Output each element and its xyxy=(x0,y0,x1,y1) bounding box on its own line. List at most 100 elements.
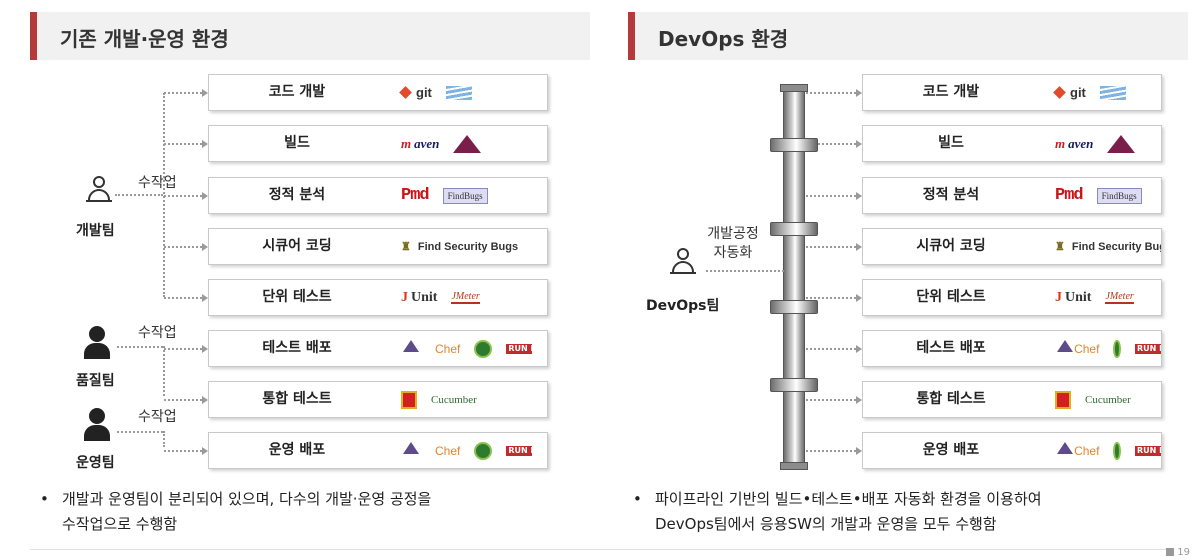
page-number: 19 xyxy=(1177,547,1190,558)
stage-name: 정적 분석 xyxy=(922,187,980,203)
arrow-head-icon xyxy=(856,140,862,148)
arrow-head-icon xyxy=(856,345,862,353)
bullet-line: 수작업으로 수행함 xyxy=(62,515,178,533)
arrow-head-icon xyxy=(856,447,862,455)
rundeck-logo-icon: RUN DECK xyxy=(1135,445,1161,456)
stage-box: 테스트 배포 Chef RUN DECK xyxy=(862,330,1162,367)
pipe-flange xyxy=(770,222,818,236)
stage-name: 통합 테스트 xyxy=(262,391,332,407)
find-security-bugs-logo-icon: ♜Find Security Bugs xyxy=(401,240,519,254)
bullet-line: 파이프라인 기반의 빌드•테스트•배포 자동화 환경을 이용하여 xyxy=(655,490,1042,508)
arrow-head-icon xyxy=(856,396,862,404)
subversion-logo-icon xyxy=(1099,85,1126,100)
dev-connector-vertical xyxy=(163,93,165,297)
ansible-logo-icon xyxy=(1113,441,1121,460)
stage-box: 운영 배포 Chef RUN DECK xyxy=(208,432,548,469)
developer-icon xyxy=(86,176,112,202)
puppet-logo-icon xyxy=(1055,339,1074,358)
stage-tools: ♜Find Security Bugs xyxy=(1043,229,1161,264)
stage-box: 통합 테스트 Cucumber xyxy=(208,381,548,418)
devops-person-icon xyxy=(670,248,696,274)
arrow-head-icon xyxy=(202,140,208,148)
ansible-logo-icon xyxy=(1113,339,1121,358)
puppet-logo-icon xyxy=(401,441,421,460)
stage-tools: Cucumber xyxy=(389,382,547,417)
stage-arrow-line xyxy=(806,246,856,248)
header-accent-bar xyxy=(628,12,635,60)
dev-manual-label: 수작업 xyxy=(138,175,177,191)
automation-label-line: 개발공정 xyxy=(707,226,759,242)
stage-box: 코드 개발 git xyxy=(862,74,1162,111)
stage-name: 운영 배포 xyxy=(922,442,980,458)
find-security-bugs-logo-icon: ♜Find Security Bugs xyxy=(1055,240,1161,254)
rundeck-logo-icon: RUN DECK xyxy=(1135,343,1161,354)
bullet-dot: • xyxy=(633,490,642,508)
footer-divider xyxy=(30,549,1166,550)
stage-name: 통합 테스트 xyxy=(916,391,986,407)
chef-logo-icon: Chef xyxy=(435,443,461,458)
pipeline-pipe xyxy=(783,88,805,466)
stage-arrow-line xyxy=(806,92,856,94)
left-panel-title: 기존 개발·운영 환경 xyxy=(60,27,229,51)
right-panel-title: DevOps 환경 xyxy=(658,27,789,51)
rundeck-logo-icon: RUN DECK xyxy=(506,445,547,456)
stage-name: 정적 분석 xyxy=(268,187,326,203)
pipe-flange xyxy=(770,138,818,152)
stage-tools: Chef RUN DECK xyxy=(389,433,547,468)
arrow-head-icon xyxy=(202,192,208,200)
stage-arrow-line xyxy=(164,399,202,401)
manual-connector xyxy=(115,194,163,196)
stage-arrow-line xyxy=(806,195,856,197)
stage-tools: git xyxy=(1043,75,1161,110)
qa-person-icon xyxy=(84,326,110,359)
page-marker-icon xyxy=(1166,548,1174,556)
stage-box: 시큐어 코딩 ♜Find Security Bugs xyxy=(208,228,548,265)
cucumber-logo-icon: Cucumber xyxy=(1085,393,1131,406)
stage-arrow-line xyxy=(806,297,856,299)
stage-arrow-line xyxy=(806,348,856,350)
stage-tools: git xyxy=(389,75,547,110)
arrow-head-icon xyxy=(202,396,208,404)
stage-name: 운영 배포 xyxy=(268,442,326,458)
ops-connector-vertical xyxy=(163,431,165,447)
git-logo-icon: git xyxy=(1053,85,1086,100)
bullet-dot: • xyxy=(40,490,49,508)
arrow-head-icon xyxy=(202,243,208,251)
findbugs-logo-icon: FindBugs xyxy=(442,187,488,204)
stage-name: 단위 테스트 xyxy=(916,289,986,305)
pmd-logo-icon: Pmd xyxy=(1055,186,1084,205)
findbugs-logo-icon: FindBugs xyxy=(1096,187,1142,204)
stage-arrow-line xyxy=(164,143,202,145)
jmeter-logo-icon: JMeter xyxy=(451,291,480,304)
ops-person-icon xyxy=(84,408,110,441)
devops-connector xyxy=(706,270,784,272)
stage-name: 테스트 배포 xyxy=(916,340,986,356)
arrow-head-icon xyxy=(856,243,862,251)
stage-name: 시큐어 코딩 xyxy=(262,238,332,254)
stage-arrow-line xyxy=(806,143,856,145)
automation-label-line: 자동화 xyxy=(713,245,753,261)
stage-tools: Pmd FindBugs xyxy=(1043,178,1161,213)
stage-name: 빌드 xyxy=(284,135,310,151)
subversion-logo-icon xyxy=(445,85,472,100)
pipe-flange xyxy=(770,378,818,392)
cucumber-logo-icon: Cucumber xyxy=(431,393,477,406)
stage-name: 코드 개발 xyxy=(922,84,980,100)
arrow-head-icon xyxy=(856,89,862,97)
chef-logo-icon: Chef xyxy=(1074,341,1100,356)
stage-arrow-line xyxy=(164,195,202,197)
chef-logo-icon: Chef xyxy=(435,341,461,356)
manual-connector xyxy=(117,431,163,433)
stage-name: 빌드 xyxy=(938,135,964,151)
stage-name: 테스트 배포 xyxy=(262,340,332,356)
